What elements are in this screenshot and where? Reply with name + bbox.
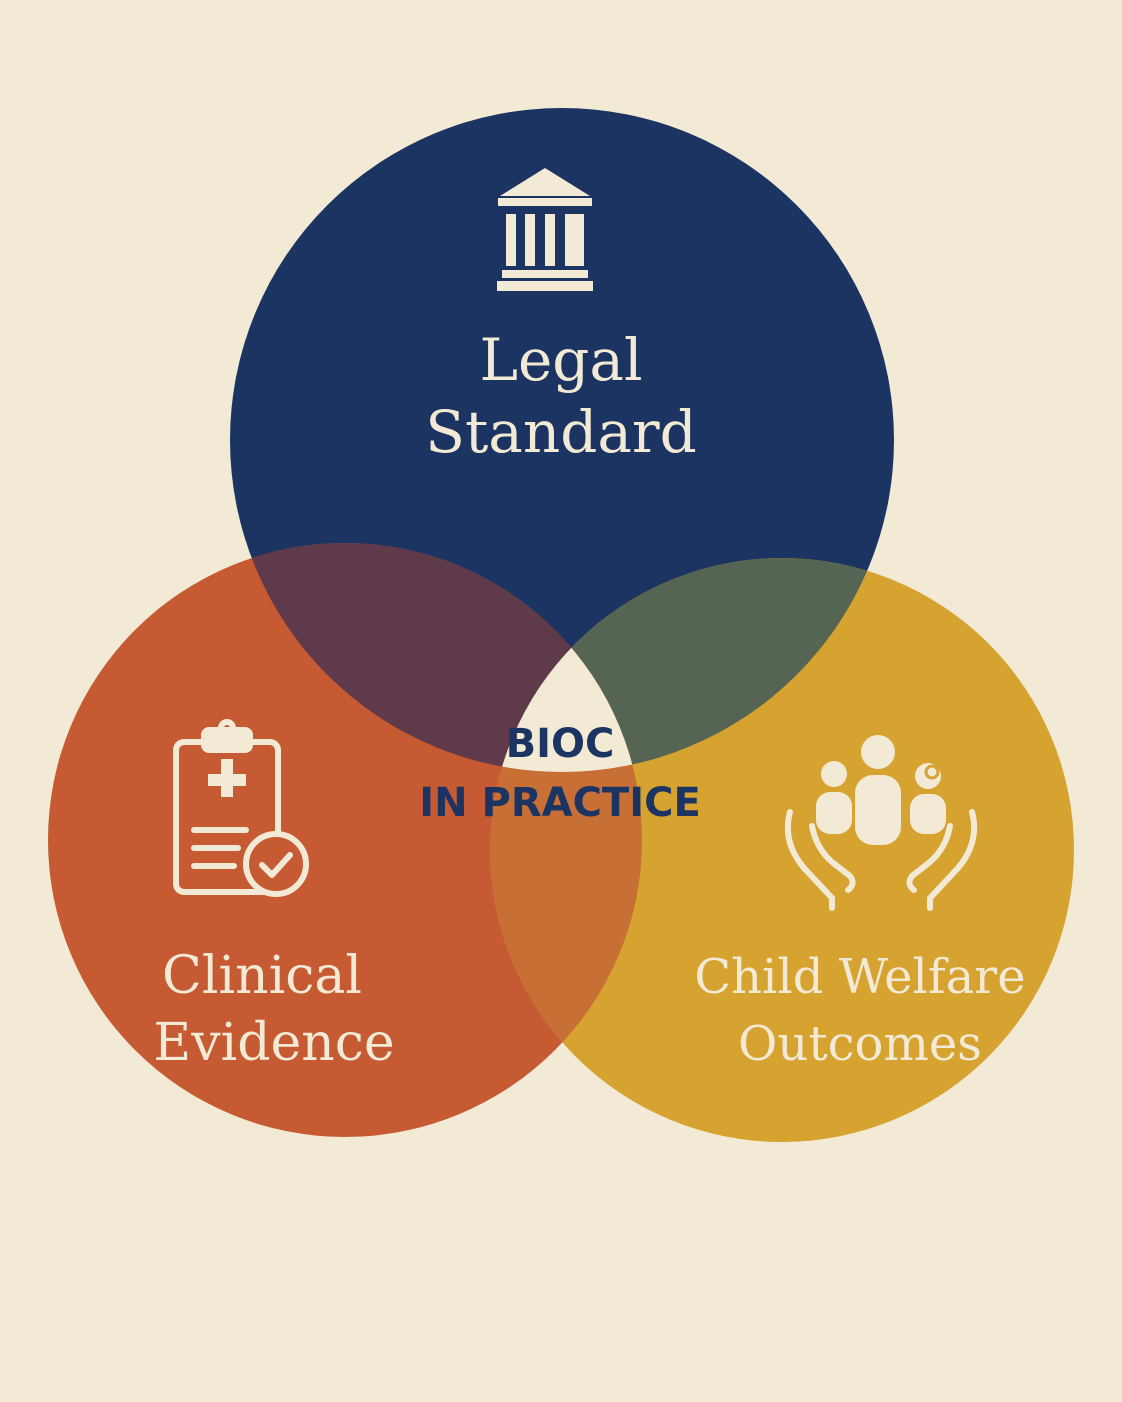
child-welfare-outcomes-label-line2: Outcomes — [738, 1016, 982, 1072]
clinical-evidence-label-line1: Clinical — [162, 946, 362, 1006]
clinical-evidence-label-line2: Evidence — [153, 1013, 394, 1073]
legal-welfare-overlap — [490, 558, 894, 772]
child-welfare-outcomes-label-line1: Child Welfare — [694, 949, 1025, 1005]
courthouse-icon — [497, 168, 593, 291]
legal-clinical-overlap — [230, 543, 642, 772]
legal-standard-label-line2: Standard — [425, 398, 697, 466]
medical-clipboard-icon — [173, 719, 309, 897]
family-in-hands-icon — [784, 735, 978, 911]
center-label-line1: BIOC — [506, 721, 615, 767]
center-label-line2: IN PRACTICE — [419, 780, 701, 826]
legal-standard-label-line1: Legal — [479, 326, 642, 394]
